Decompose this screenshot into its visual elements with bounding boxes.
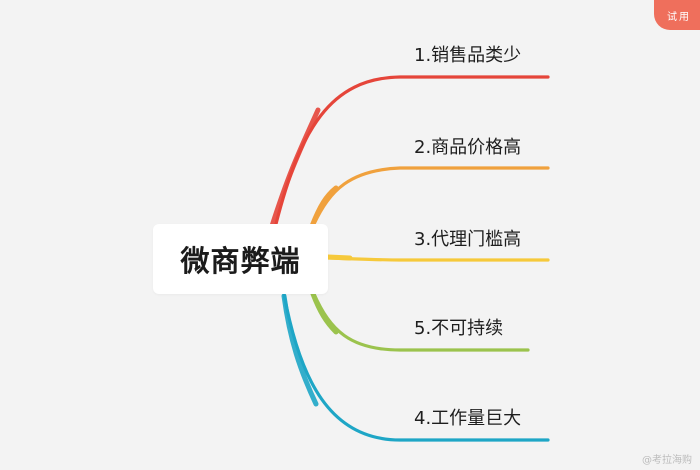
- trial-badge-label: 试用: [667, 11, 691, 23]
- branch-root-4: [310, 291, 339, 335]
- branch-line-3: [326, 256, 550, 262]
- branch-root-5: [281, 293, 319, 407]
- branch-label-5: 4.工作量巨大: [414, 408, 522, 429]
- branch-label-4: 5.不可持续: [414, 318, 504, 339]
- branch-label-2: 2.商品价格高: [414, 137, 522, 158]
- trial-badge[interactable]: 试用: [654, 0, 700, 30]
- branch-root-2: [309, 185, 339, 229]
- center-topic-label: 微商弊端: [180, 244, 301, 278]
- branch-label-1: 1.销售品类少: [414, 45, 522, 66]
- branch-root-3: [325, 254, 353, 261]
- branch-label-3: 3.代理门槛高: [414, 229, 522, 250]
- center-topic: 微商弊端: [153, 224, 328, 294]
- watermark: @考拉海购: [642, 455, 692, 466]
- branch-line-2: [312, 166, 550, 226]
- branch-root-1: [269, 107, 321, 229]
